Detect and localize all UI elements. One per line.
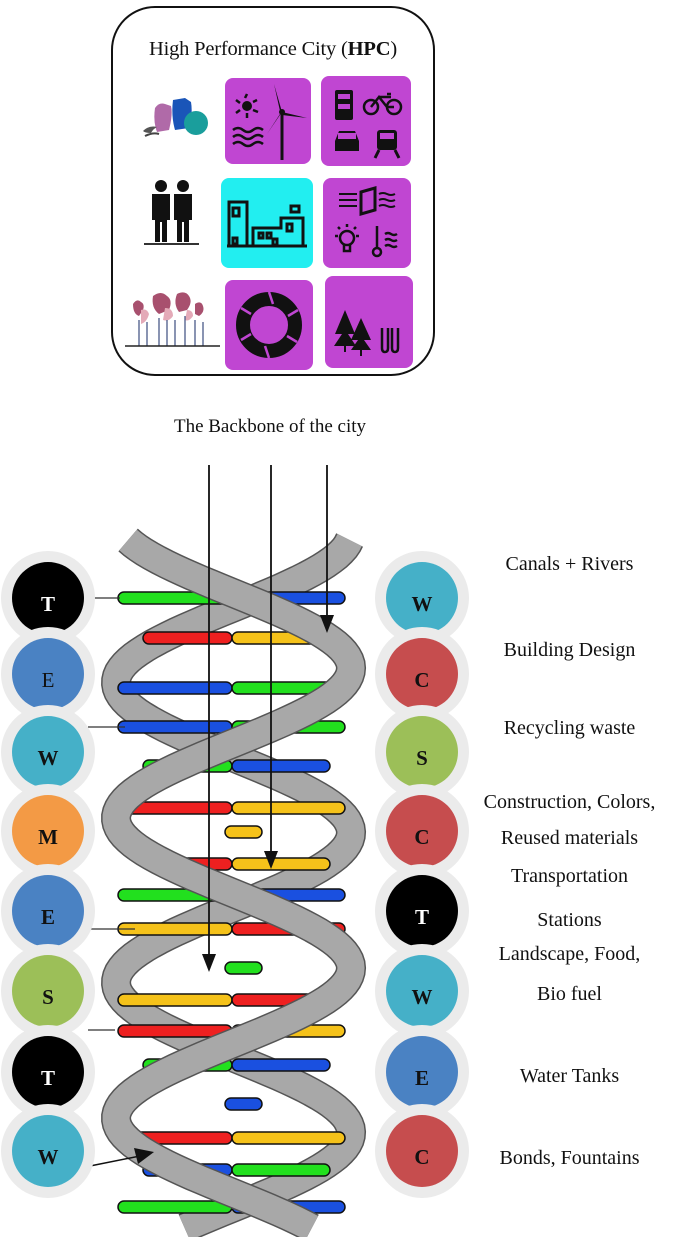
node-description: Transportation [510,865,629,887]
node-letter: T [386,875,458,947]
right-node-e: E [375,1025,469,1119]
base-yellow [231,801,346,815]
backbone-strands [101,533,367,1237]
base-blue [117,720,233,734]
base-blue [231,759,331,773]
base-green [224,961,263,975]
right-node-c: C [375,784,469,878]
base-pair [224,825,263,839]
people-icon [143,176,203,248]
arrow-head-2 [264,851,278,869]
climate-control-icon [335,186,398,258]
node-description: Bio fuel [537,983,602,1005]
node-description: Building Design [503,639,636,661]
buildings-icon [227,200,307,248]
base-pair [224,1097,263,1111]
left-node-s: S [1,944,95,1038]
right-node-c: C [375,1104,469,1198]
left-node-w: W [1,705,95,799]
base-blue [231,1058,331,1072]
node-letter: W [386,955,458,1027]
left-node-t: T [1,1025,95,1119]
hpc-title: High Performance City (HPC) [113,38,433,61]
hpc-title-suffix: ) [390,38,397,60]
node-letter: E [12,638,84,710]
hpc-title-prefix: High Performance City ( [149,38,348,60]
arrow-head-1 [202,954,216,972]
backbone-arrows [88,465,334,1167]
base-yellow [117,922,233,936]
node-description: Recycling waste [503,717,636,739]
base-yellow [231,857,331,871]
left-node-e: E [1,864,95,958]
node-description: Reused materials [500,827,639,849]
right-node-w: W [375,551,469,645]
tile-transportation [321,76,411,166]
base-yellow [224,825,263,839]
arrow-head-3 [320,615,334,633]
base-blue [117,681,233,695]
base-green [231,1163,331,1177]
backbone-strand-back [102,533,365,1237]
forest-icon [334,310,400,356]
tile-forest [325,276,413,368]
recycle-icon [236,291,302,359]
backbone-strand-front [102,529,365,1237]
renewable-energy-icon [232,84,307,160]
backbone-label: The Backbone of the city [173,416,367,437]
tile-renewable-energy [225,78,311,164]
arrow-head-4 [134,1148,154,1164]
left-node-w: W [1,1104,95,1198]
node-description: Canals + Rivers [505,553,634,575]
node-letter: S [12,955,84,1027]
arrow-line-4 [89,1155,141,1167]
node-letter: C [386,1115,458,1187]
node-description: Landscape, Food, [498,943,641,965]
right-node-t: T [375,864,469,958]
node-letter: E [386,1036,458,1108]
node-description: Stations [537,909,602,931]
base-blue [224,1097,263,1111]
node-description: Water Tanks [519,1065,620,1087]
node-description: Bonds, Fountains [499,1147,640,1169]
right-node-w: W [375,944,469,1038]
hpc-card: High Performance City (HPC) [111,6,435,376]
base-pair [224,961,263,975]
tile-recycle [225,280,313,370]
node-letter: W [386,562,458,634]
trees-roots-icon [125,290,220,352]
base-yellow [231,1131,346,1145]
base-pair [117,801,346,815]
hpc-title-abbrev: HPC [347,38,391,60]
tile-climate-control [323,178,411,268]
node-letter: S [386,716,458,788]
left-node-m: M [1,784,95,878]
base-yellow [117,993,233,1007]
node-letter: C [386,795,458,867]
base-red [142,631,233,645]
node-letter: W [12,716,84,788]
waste-bins-icon [133,76,213,151]
node-letter: E [12,875,84,947]
tile-buildings [221,178,313,268]
node-letter: T [12,562,84,634]
base-green [117,1200,233,1214]
node-letter: T [12,1036,84,1108]
transportation-icon [335,90,403,159]
right-node-s: S [375,705,469,799]
node-letter: M [12,795,84,867]
node-letter: C [386,638,458,710]
node-description: Construction, Colors, [483,791,656,813]
node-letter: W [12,1115,84,1187]
front-strands [101,528,367,1237]
